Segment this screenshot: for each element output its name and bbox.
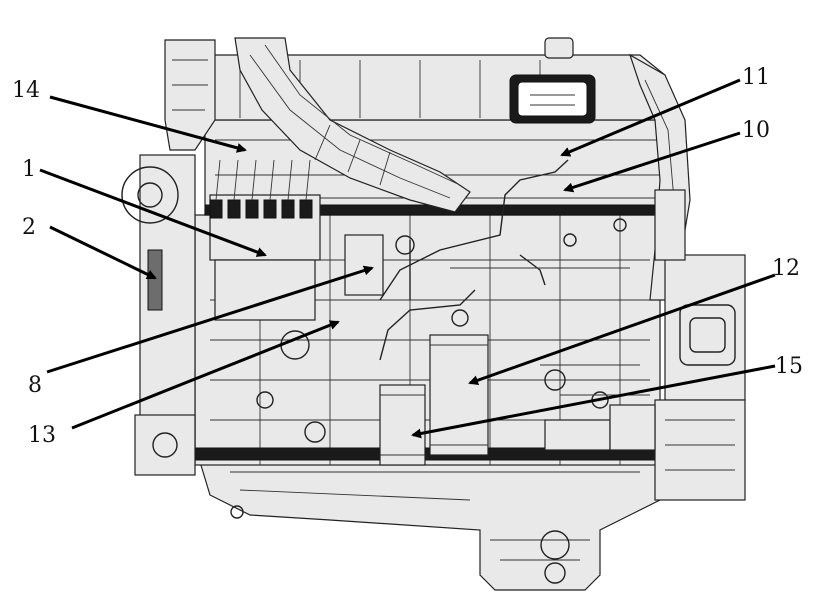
callout-2: 2 [22, 215, 36, 240]
callout-15: 15 [775, 354, 803, 379]
starter-motor [609, 404, 656, 451]
oil-filler-cap [544, 37, 574, 59]
callout-labels: 14 1 2 8 13 11 10 12 15 [12, 65, 803, 448]
air-intake-pipe [234, 37, 471, 213]
callout-8: 8 [28, 373, 42, 398]
fuel-filter [379, 384, 426, 466]
oil-pan [199, 461, 661, 591]
callout-11: 11 [742, 65, 770, 90]
leader-8 [46, 265, 374, 374]
callout-1: 1 [22, 157, 36, 182]
mount-bolt [230, 505, 244, 519]
starter-solenoid [544, 419, 611, 451]
injector-lines [209, 159, 313, 219]
turbo-housing [164, 39, 216, 151]
callout-10: 10 [742, 118, 770, 143]
callout-14: 14 [12, 78, 40, 103]
oil-filter [429, 334, 489, 456]
leader-13 [71, 320, 340, 430]
leader-10 [563, 131, 741, 193]
leader-12 [468, 273, 776, 386]
leader-14 [49, 95, 247, 153]
leader-11 [560, 78, 741, 157]
callout-12: 12 [772, 256, 800, 281]
drain-plug-upper [540, 530, 570, 560]
belt [147, 249, 163, 311]
leader-1 [39, 168, 267, 257]
leader-2 [49, 225, 157, 280]
leader-lines [39, 78, 776, 439]
rear-bracket [654, 189, 686, 261]
engine-illustration [121, 37, 746, 591]
callout-13: 13 [28, 423, 56, 448]
leader-15 [411, 364, 776, 439]
front-mount [134, 414, 196, 476]
fan-pulley [121, 166, 179, 224]
drain-plug-lower [544, 562, 566, 584]
fuel-pipe-main [379, 159, 569, 301]
starter-housing [654, 399, 746, 501]
center-bracket [344, 234, 384, 296]
